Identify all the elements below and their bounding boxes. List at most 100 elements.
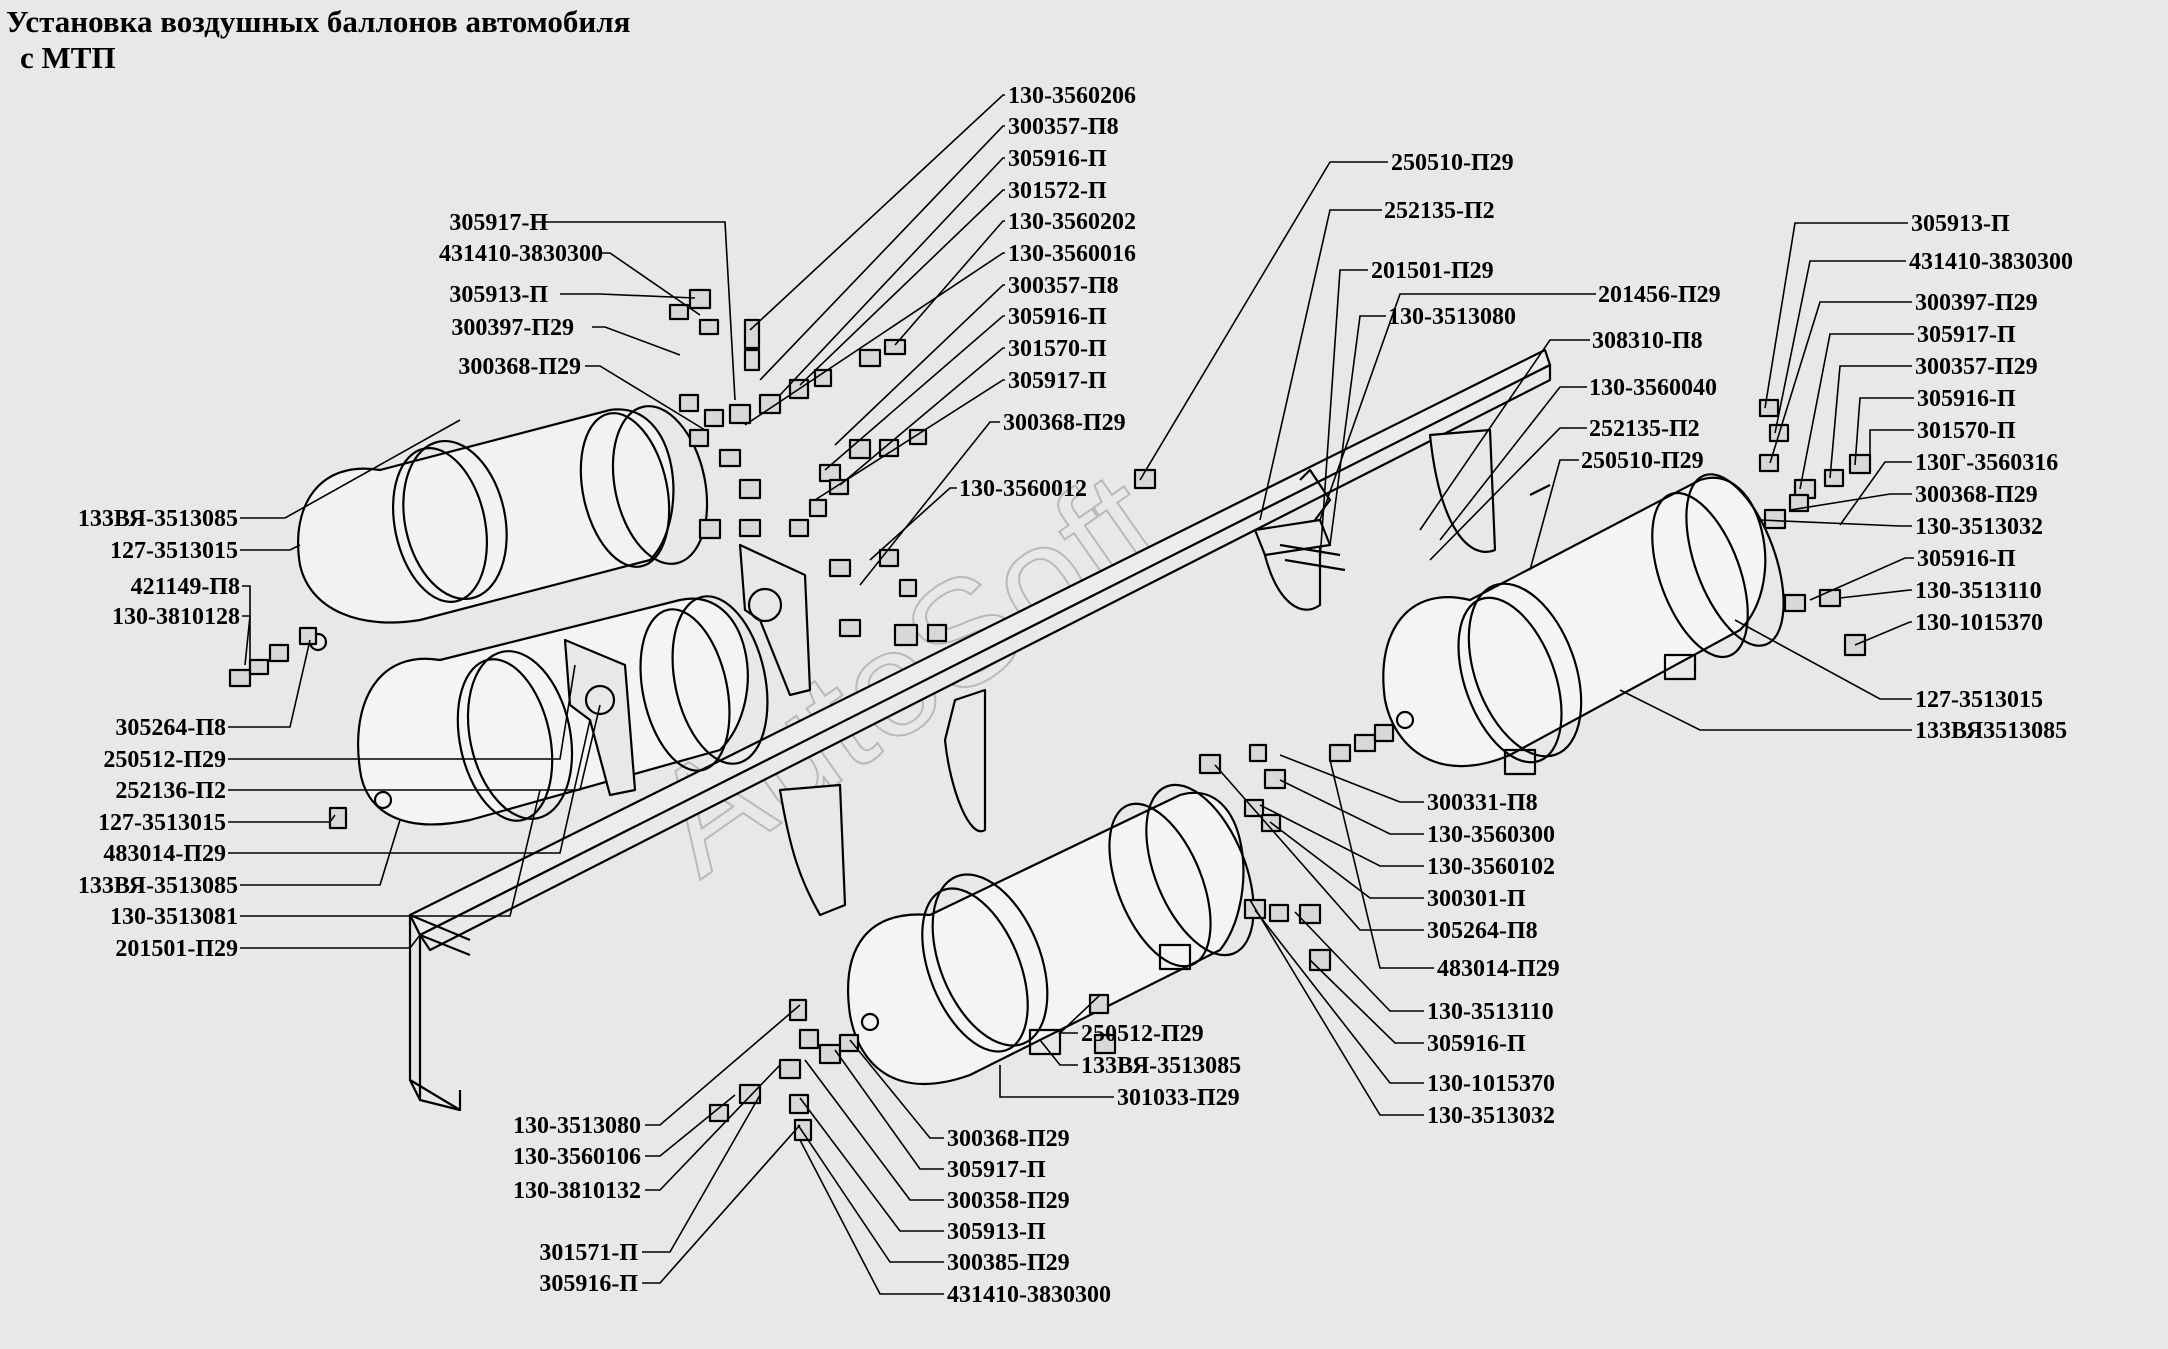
part-label: 305917-П <box>947 1157 1046 1183</box>
part-label: 305916-П <box>1427 1031 1526 1057</box>
part-label: 300301-П <box>1427 886 1526 912</box>
leader-line <box>1829 365 1912 479</box>
part-label: 252135-П2 <box>1589 416 1700 442</box>
leader-line <box>228 814 336 823</box>
part-label: 300357-П8 <box>1008 114 1119 140</box>
leader-line <box>1319 269 1368 561</box>
title-line-1: Установка воздушных баллонов автомобиля <box>6 4 631 39</box>
leader-line <box>560 293 696 299</box>
part-label: 305917-П <box>1917 322 2016 348</box>
leader-line <box>228 704 601 791</box>
leader-line <box>645 1064 781 1191</box>
leader-line <box>1439 386 1587 541</box>
part-label: 130-3560106 <box>513 1144 641 1170</box>
part-label: 305916-П <box>1917 546 2016 572</box>
part-label: 130-3560202 <box>1008 209 1136 235</box>
leader-line <box>1329 315 1386 546</box>
leader-line <box>242 585 251 680</box>
part-label: 127-3513015 <box>98 810 226 836</box>
part-label: 133ВЯ-3513085 <box>77 506 238 532</box>
leader-line <box>1419 339 1590 531</box>
part-label: 130-3513032 <box>1915 514 2043 540</box>
leader-line <box>645 1004 801 1126</box>
part-label: 305913-П <box>449 282 548 308</box>
leader-line <box>1759 519 1912 527</box>
bracket-left <box>563 543 812 797</box>
part-label: 130-3513080 <box>1388 304 1516 330</box>
part-label: 300368-П29 <box>1915 482 2038 508</box>
leader-line <box>645 1094 736 1157</box>
part-label: 133ВЯ3513085 <box>1915 718 2068 744</box>
part-label: 250512-П29 <box>103 747 226 773</box>
part-label: 252135-П2 <box>1384 198 1495 224</box>
part-label: 305913-П <box>947 1219 1046 1245</box>
part-label: 130-3513110 <box>1427 999 1554 1025</box>
leader-line <box>1764 222 1908 409</box>
part-label: 130-3513110 <box>1915 578 2042 604</box>
part-label: 127-3513015 <box>1915 687 2043 713</box>
leader-line <box>1039 1039 1078 1066</box>
part-label: 300397-П29 <box>1915 290 2038 316</box>
leader-line <box>814 379 1005 501</box>
leader-line <box>744 252 1005 426</box>
leader-line <box>1249 899 1424 1116</box>
part-label: 305916-П <box>1008 146 1107 172</box>
leader-line <box>592 326 681 356</box>
part-label: 483014-П29 <box>103 841 226 867</box>
leader-line <box>1854 621 1912 646</box>
leader-line <box>1809 557 1914 601</box>
part-label: 301571-П <box>539 1240 638 1266</box>
leader-line <box>839 347 1005 486</box>
part-label: 130-3560206 <box>1008 83 1136 109</box>
leader-line <box>799 1097 944 1232</box>
part-label: 130-3513081 <box>110 904 238 930</box>
part-label: 130-3560040 <box>1589 375 1717 401</box>
part-label: 130Г-3560316 <box>1915 450 2059 476</box>
part-label: 250510-П29 <box>1391 150 1514 176</box>
part-label: 431410-3830300 <box>947 1282 1111 1308</box>
leader-line <box>1619 689 1912 731</box>
part-label: 305913-П <box>1911 211 2010 237</box>
leader-line <box>1139 161 1388 481</box>
part-label: 421149-П8 <box>130 574 240 600</box>
part-label: 250512-П29 <box>1081 1021 1204 1047</box>
leader-line <box>600 252 701 316</box>
leader-line <box>1319 293 1596 521</box>
part-label: 308310-П8 <box>1592 328 1703 354</box>
part-label: 301572-П <box>1008 178 1107 204</box>
part-label: 252136-П2 <box>115 778 226 804</box>
leader-line <box>1329 759 1434 969</box>
part-label: 130-3513080 <box>513 1113 641 1139</box>
part-label: 133ВЯ-3513085 <box>1081 1053 1242 1079</box>
air-tank-bottom-center <box>847 783 1255 1085</box>
leader-line <box>1769 301 1912 464</box>
leader-line <box>240 934 421 949</box>
part-label: 431410-3830300 <box>1909 249 2073 275</box>
leader-line <box>1259 804 1424 867</box>
part-label: 133ВЯ-3513085 <box>77 873 238 899</box>
part-label: 300397-П29 <box>451 315 574 341</box>
part-label: 201501-П29 <box>1371 258 1494 284</box>
leader-line <box>228 719 591 854</box>
air-tank-right <box>1382 473 1785 776</box>
leader-line <box>1309 959 1424 1044</box>
air-tank-lower-left-front <box>357 595 769 826</box>
leader-line <box>242 615 251 666</box>
leader-line <box>228 664 576 760</box>
leader-line <box>1429 427 1587 561</box>
part-label: 300368-П29 <box>947 1126 1070 1152</box>
part-label: 130-3560102 <box>1427 854 1555 880</box>
part-label: 483014-П29 <box>1437 956 1560 982</box>
leader-line <box>1294 911 1424 1012</box>
leader-line <box>824 315 1005 471</box>
leader-line <box>779 157 1005 396</box>
part-label: 300368-П29 <box>458 354 581 380</box>
part-label: 130-1015370 <box>1915 610 2043 636</box>
part-label: 305917-П <box>449 210 548 236</box>
leader-line <box>240 819 401 886</box>
leader-line <box>1269 821 1424 899</box>
leader-line <box>240 419 461 519</box>
part-label: 130-3513032 <box>1427 1103 1555 1129</box>
part-label: 300357-П8 <box>1008 273 1119 299</box>
